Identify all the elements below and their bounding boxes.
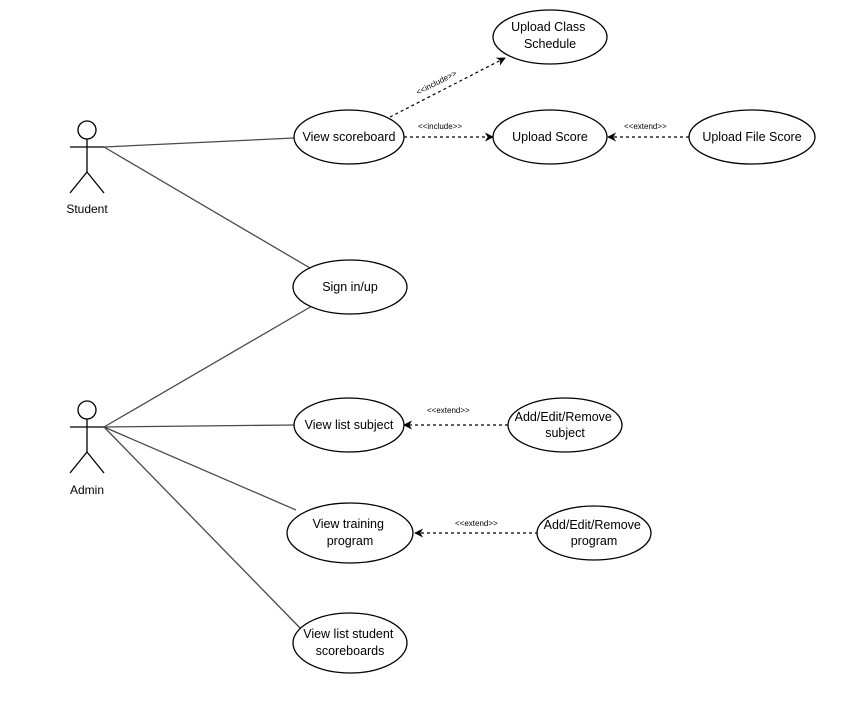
actor-leg-left (69, 451, 88, 474)
use-case-label-line-2: scoreboards (316, 644, 385, 658)
use-case-view-list-subject: View list subject (293, 397, 405, 453)
use-case-add-edit-remove-program: Add/Edit/Remove program (536, 505, 652, 561)
use-case-label-line-1: View scoreboard (303, 130, 396, 144)
use-case-label-line-2: program (571, 534, 618, 548)
use-case-add-edit-remove-subject: Add/Edit/Remove subject (507, 397, 623, 453)
use-case-label-line-1: View list student (303, 627, 394, 641)
actor-admin: Admin (69, 400, 105, 497)
use-case-label-line-1: Add/Edit/Remove (515, 410, 612, 424)
actor-student-label: Student (66, 202, 108, 216)
svg-text:View list subject: View list subject (305, 418, 394, 432)
extend-file-score-label: <<extend>> (624, 122, 667, 131)
associations (103, 137, 313, 631)
include-schedule-label: <<include>> (415, 69, 459, 97)
use-case-label-line-1: Upload Score (512, 130, 588, 144)
svg-text:Upload Score: Upload Score (512, 130, 588, 144)
association-student-view-scoreboard (103, 137, 295, 148)
actor-head (77, 120, 97, 140)
association-student-sign-in (103, 146, 311, 269)
use-case-upload-score: Upload Score (492, 109, 608, 165)
svg-text:View training program: View training program (313, 517, 388, 548)
use-case-view-list-student-scoreboards: View list student scoreboards (292, 612, 408, 674)
association-admin-view-list-student-scoreboards (103, 426, 303, 631)
use-case-label-line-1: Add/Edit/Remove (544, 518, 641, 532)
use-case-label-line-1: View training (313, 517, 384, 531)
extend-subject-label: <<extend>> (427, 406, 470, 415)
use-case-upload-class-schedule: Upload Class Schedule (492, 9, 608, 65)
use-case-label-line-1: Upload Class (511, 20, 585, 34)
use-case-label-line-2: Schedule (524, 37, 576, 51)
svg-text:View scoreboard: View scoreboard (303, 130, 396, 144)
use-case-view-scoreboard: View scoreboard (293, 109, 405, 165)
extend-program-label: <<extend>> (455, 519, 498, 528)
association-admin-view-training-program (103, 426, 297, 511)
use-case-label-line-1: View list subject (305, 418, 394, 432)
svg-text:Upload File Score: Upload File Score (702, 130, 801, 144)
use-case-label-line-1: Sign in/up (322, 280, 378, 294)
svg-text:Add/Edit/Remove subject: Add/Edit/Remove subject (515, 410, 616, 440)
use-case-sign-in-up: Sign in/up (292, 259, 408, 315)
association-admin-sign-in (103, 305, 313, 428)
svg-text:View list student scoreb: View list student scoreboards (303, 627, 397, 658)
svg-text:Sign in/up: Sign in/up (322, 280, 378, 294)
association-admin-view-list-subject (103, 424, 295, 428)
actor-head (77, 400, 97, 420)
use-case-label-line-2: program (327, 534, 374, 548)
actor-admin-label: Admin (70, 483, 104, 497)
use-case-view-training-program: View training program (286, 502, 414, 564)
actor-leg-right (86, 171, 105, 194)
use-case-label-line-2: subject (545, 426, 585, 440)
use-case-upload-file-score: Upload File Score (688, 109, 816, 165)
svg-text:Add/Edit/Remove program: Add/Edit/Remove program (544, 518, 645, 548)
actor-student: Student (66, 120, 108, 216)
actor-leg-left (69, 171, 88, 194)
include-schedule-arrow (389, 57, 506, 118)
include-score-label: <<include>> (418, 122, 462, 131)
use-case-label-line-1: Upload File Score (702, 130, 801, 144)
svg-text:Upload Class Schedule: Upload Class Schedule (511, 20, 589, 51)
actor-leg-right (86, 451, 105, 474)
